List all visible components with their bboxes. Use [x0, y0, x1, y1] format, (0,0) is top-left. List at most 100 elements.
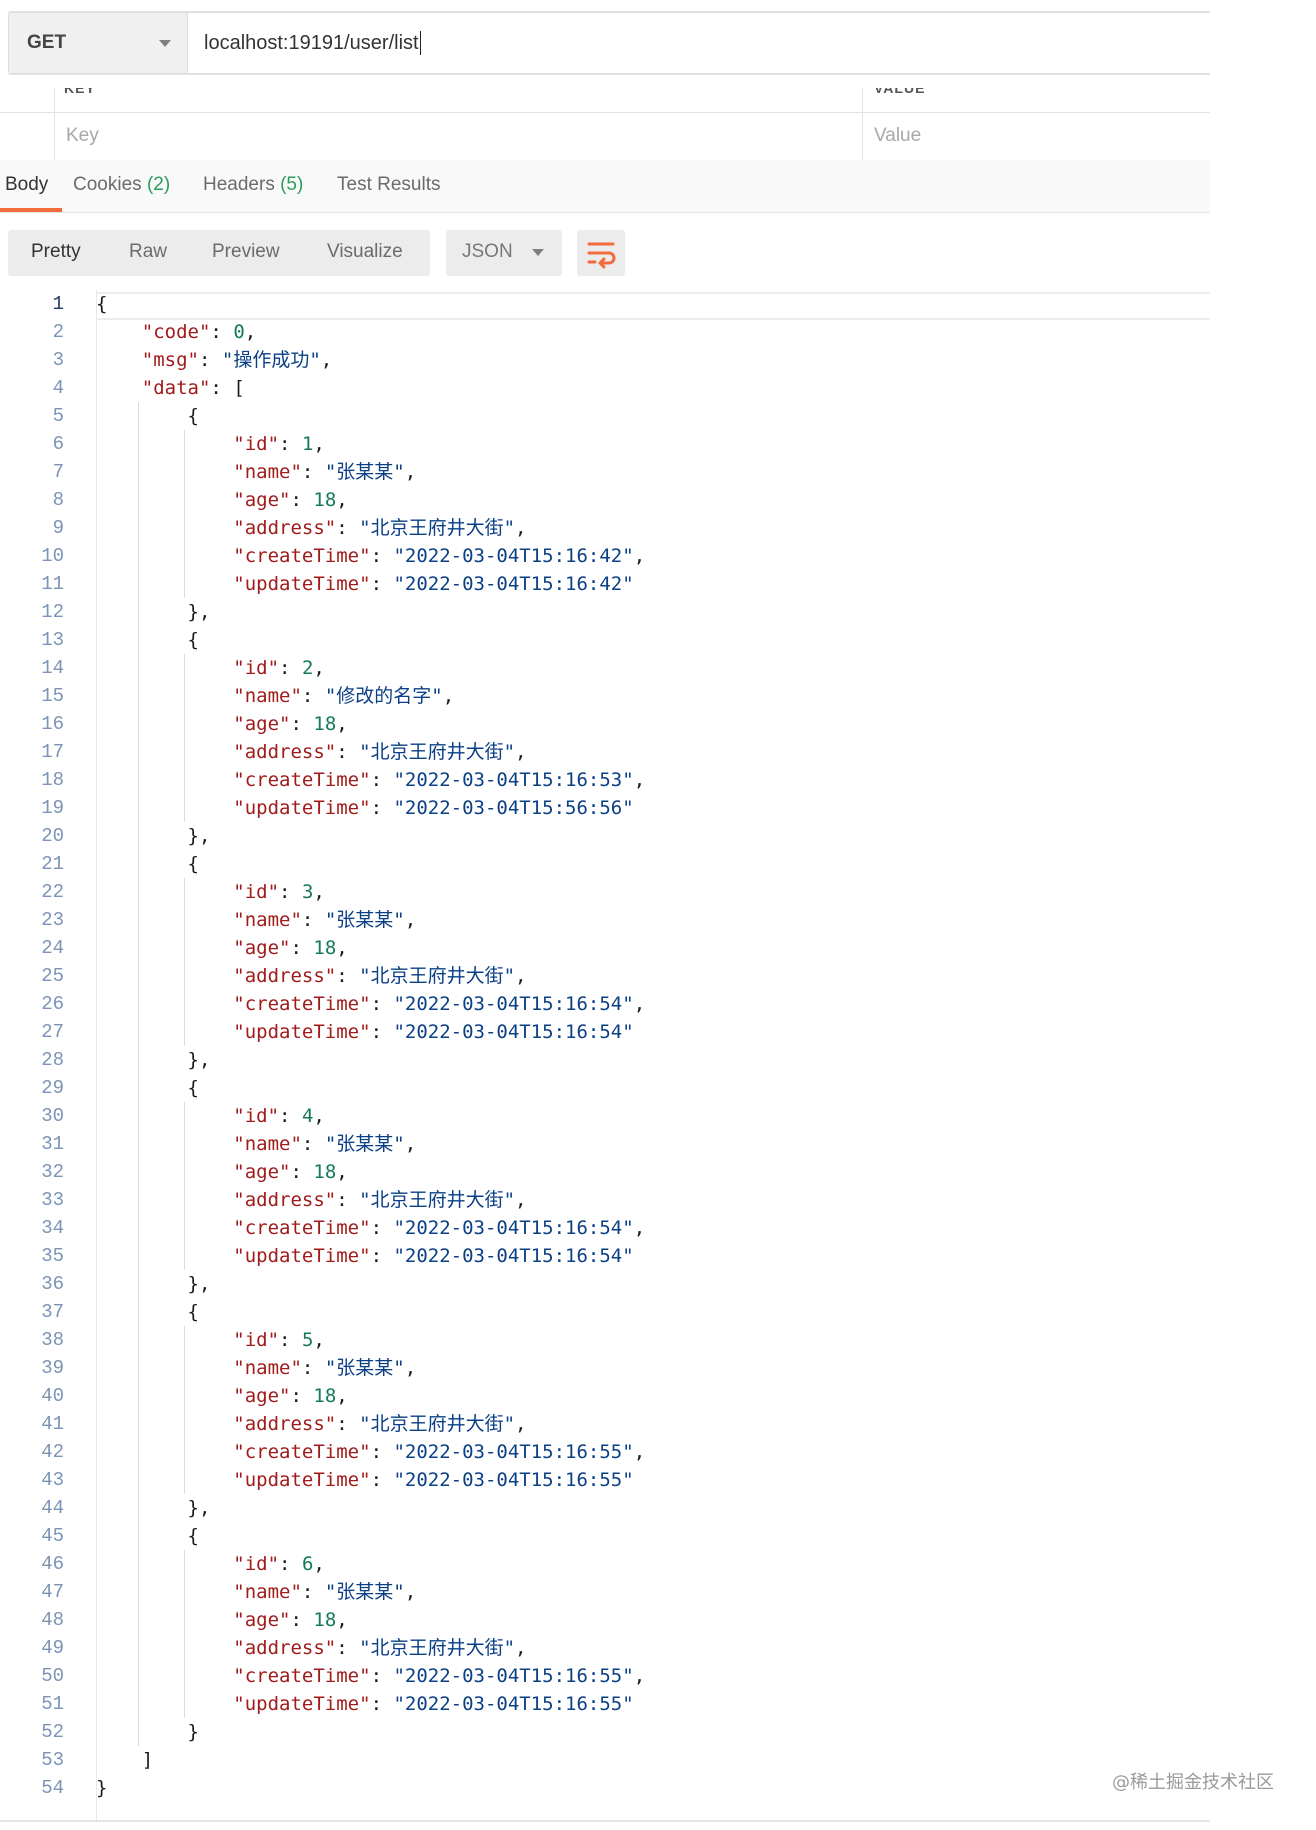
line-number: 43 [41, 1469, 64, 1491]
text-cursor [419, 31, 421, 55]
gutter-divider [96, 290, 97, 1820]
line-number: 25 [41, 965, 64, 987]
code-text: { [187, 1301, 199, 1323]
params-table: KEY VALUE Key Value [0, 88, 1210, 160]
code-line: 48 "age": 18, [0, 1606, 1210, 1634]
tab-label: Cookies [73, 174, 142, 195]
code-line: 54} [0, 1774, 1210, 1802]
indent-guide [183, 654, 185, 822]
tab-count: (5) [280, 174, 304, 195]
method-select[interactable]: GET [8, 12, 188, 74]
code-text: "createTime": "2022-03-04T15:16:54", [233, 1217, 646, 1239]
code-line: 46 "id": 6, [0, 1550, 1210, 1578]
line-number: 24 [41, 937, 64, 959]
line-number: 8 [52, 489, 64, 511]
line-number: 45 [41, 1525, 64, 1547]
code-text: "address": "北京王府井大街", [233, 517, 527, 539]
code-text: "id": 6, [233, 1553, 325, 1575]
code-line: 12 }, [0, 598, 1210, 626]
code-line: 32 "age": 18, [0, 1158, 1210, 1186]
params-row: Key Value [0, 112, 1210, 160]
line-number: 49 [41, 1637, 64, 1659]
wrap-lines-button[interactable] [577, 230, 625, 276]
code-text: "id": 3, [233, 881, 325, 903]
code-line: 3 "msg": "操作成功", [0, 346, 1210, 374]
code-text: "address": "北京王府井大街", [233, 1637, 527, 1659]
preview-button[interactable]: Preview [212, 241, 280, 262]
indent-guide [183, 1102, 185, 1270]
param-value-input[interactable]: Value [874, 125, 922, 146]
code-text: "updateTime": "2022-03-04T15:16:54" [233, 1021, 634, 1043]
code-line: 23 "name": "张某某", [0, 906, 1210, 934]
code-line: 20 }, [0, 822, 1210, 850]
code-text: }, [187, 1273, 211, 1295]
line-number: 50 [41, 1665, 64, 1687]
chevron-down-icon [532, 249, 544, 256]
code-text: "id": 2, [233, 657, 325, 679]
line-number: 31 [41, 1133, 64, 1155]
code-text: "createTime": "2022-03-04T15:16:55", [233, 1665, 646, 1687]
code-text: "address": "北京王府井大街", [233, 741, 527, 763]
code-text: "id": 5, [233, 1329, 325, 1351]
code-text: "name": "张某某", [233, 461, 417, 483]
tab-cookies[interactable]: Cookies (2) [73, 174, 170, 196]
code-text: { [187, 405, 199, 427]
watermark: @稀土掘金技术社区 [1112, 1772, 1274, 1793]
code-text: "createTime": "2022-03-04T15:16:53", [233, 769, 646, 791]
code-text: } [187, 1721, 199, 1743]
params-divider [54, 88, 55, 160]
line-number: 53 [41, 1749, 64, 1771]
tab-body[interactable]: Body [5, 174, 48, 196]
code-text: "age": 18, [233, 489, 348, 511]
code-text: { [187, 1077, 199, 1099]
indent-guide [183, 430, 185, 598]
wrap-lines-icon [587, 242, 616, 269]
code-text: "updateTime": "2022-03-04T15:56:56" [233, 797, 634, 819]
line-number: 10 [41, 545, 64, 567]
code-line: 22 "id": 3, [0, 878, 1210, 906]
param-key-input[interactable]: Key [66, 125, 99, 146]
params-divider [862, 88, 863, 160]
code-line: 33 "address": "北京王府井大街", [0, 1186, 1210, 1214]
code-line: 51 "updateTime": "2022-03-04T15:16:55" [0, 1690, 1210, 1718]
indent-guide [183, 1326, 185, 1494]
visualize-button[interactable]: Visualize [327, 241, 403, 262]
code-text: "address": "北京王府井大街", [233, 1413, 527, 1435]
line-number: 47 [41, 1581, 64, 1603]
url-input[interactable]: localhost:19191/user/list [188, 12, 1210, 74]
line-number: 9 [52, 517, 64, 539]
pretty-button[interactable]: Pretty [31, 241, 81, 262]
code-line: 40 "age": 18, [0, 1382, 1210, 1410]
line-number: 20 [41, 825, 64, 847]
code-text: "address": "北京王府井大街", [233, 1189, 527, 1211]
code-line: 16 "age": 18, [0, 710, 1210, 738]
line-number: 46 [41, 1553, 64, 1575]
line-number: 18 [41, 769, 64, 791]
code-text: "code": 0, [141, 321, 257, 343]
code-line: 17 "address": "北京王府井大街", [0, 738, 1210, 766]
code-line: 43 "updateTime": "2022-03-04T15:16:55" [0, 1466, 1210, 1494]
language-select[interactable]: JSON [446, 230, 562, 276]
line-number: 11 [41, 573, 64, 595]
code-line: 30 "id": 4, [0, 1102, 1210, 1130]
tab-headers[interactable]: Headers (5) [203, 174, 303, 196]
response-body-editor[interactable]: 1{2 "code": 0,3 "msg": "操作成功",4 "data": … [0, 290, 1210, 1830]
code-text: "age": 18, [233, 713, 348, 735]
raw-button[interactable]: Raw [129, 241, 168, 262]
tab-test-results[interactable]: Test Results [337, 174, 440, 196]
line-number: 15 [41, 685, 64, 707]
params-header-row: KEY VALUE [0, 88, 1210, 113]
code-line: 8 "age": 18, [0, 486, 1210, 514]
line-number: 22 [41, 881, 64, 903]
code-line: 4 "data": [ [0, 374, 1210, 402]
code-line: 52 } [0, 1718, 1210, 1746]
code-text: }, [187, 825, 211, 847]
code-text: "age": 18, [233, 1385, 348, 1407]
active-tab-indicator [0, 208, 62, 212]
indent-guide [183, 878, 185, 1046]
params-key-header: KEY [64, 88, 96, 96]
active-line-highlight [97, 292, 1210, 320]
tab-label: Test Results [337, 174, 441, 195]
code-line: 39 "name": "张某某", [0, 1354, 1210, 1382]
code-line: 41 "address": "北京王府井大街", [0, 1410, 1210, 1438]
